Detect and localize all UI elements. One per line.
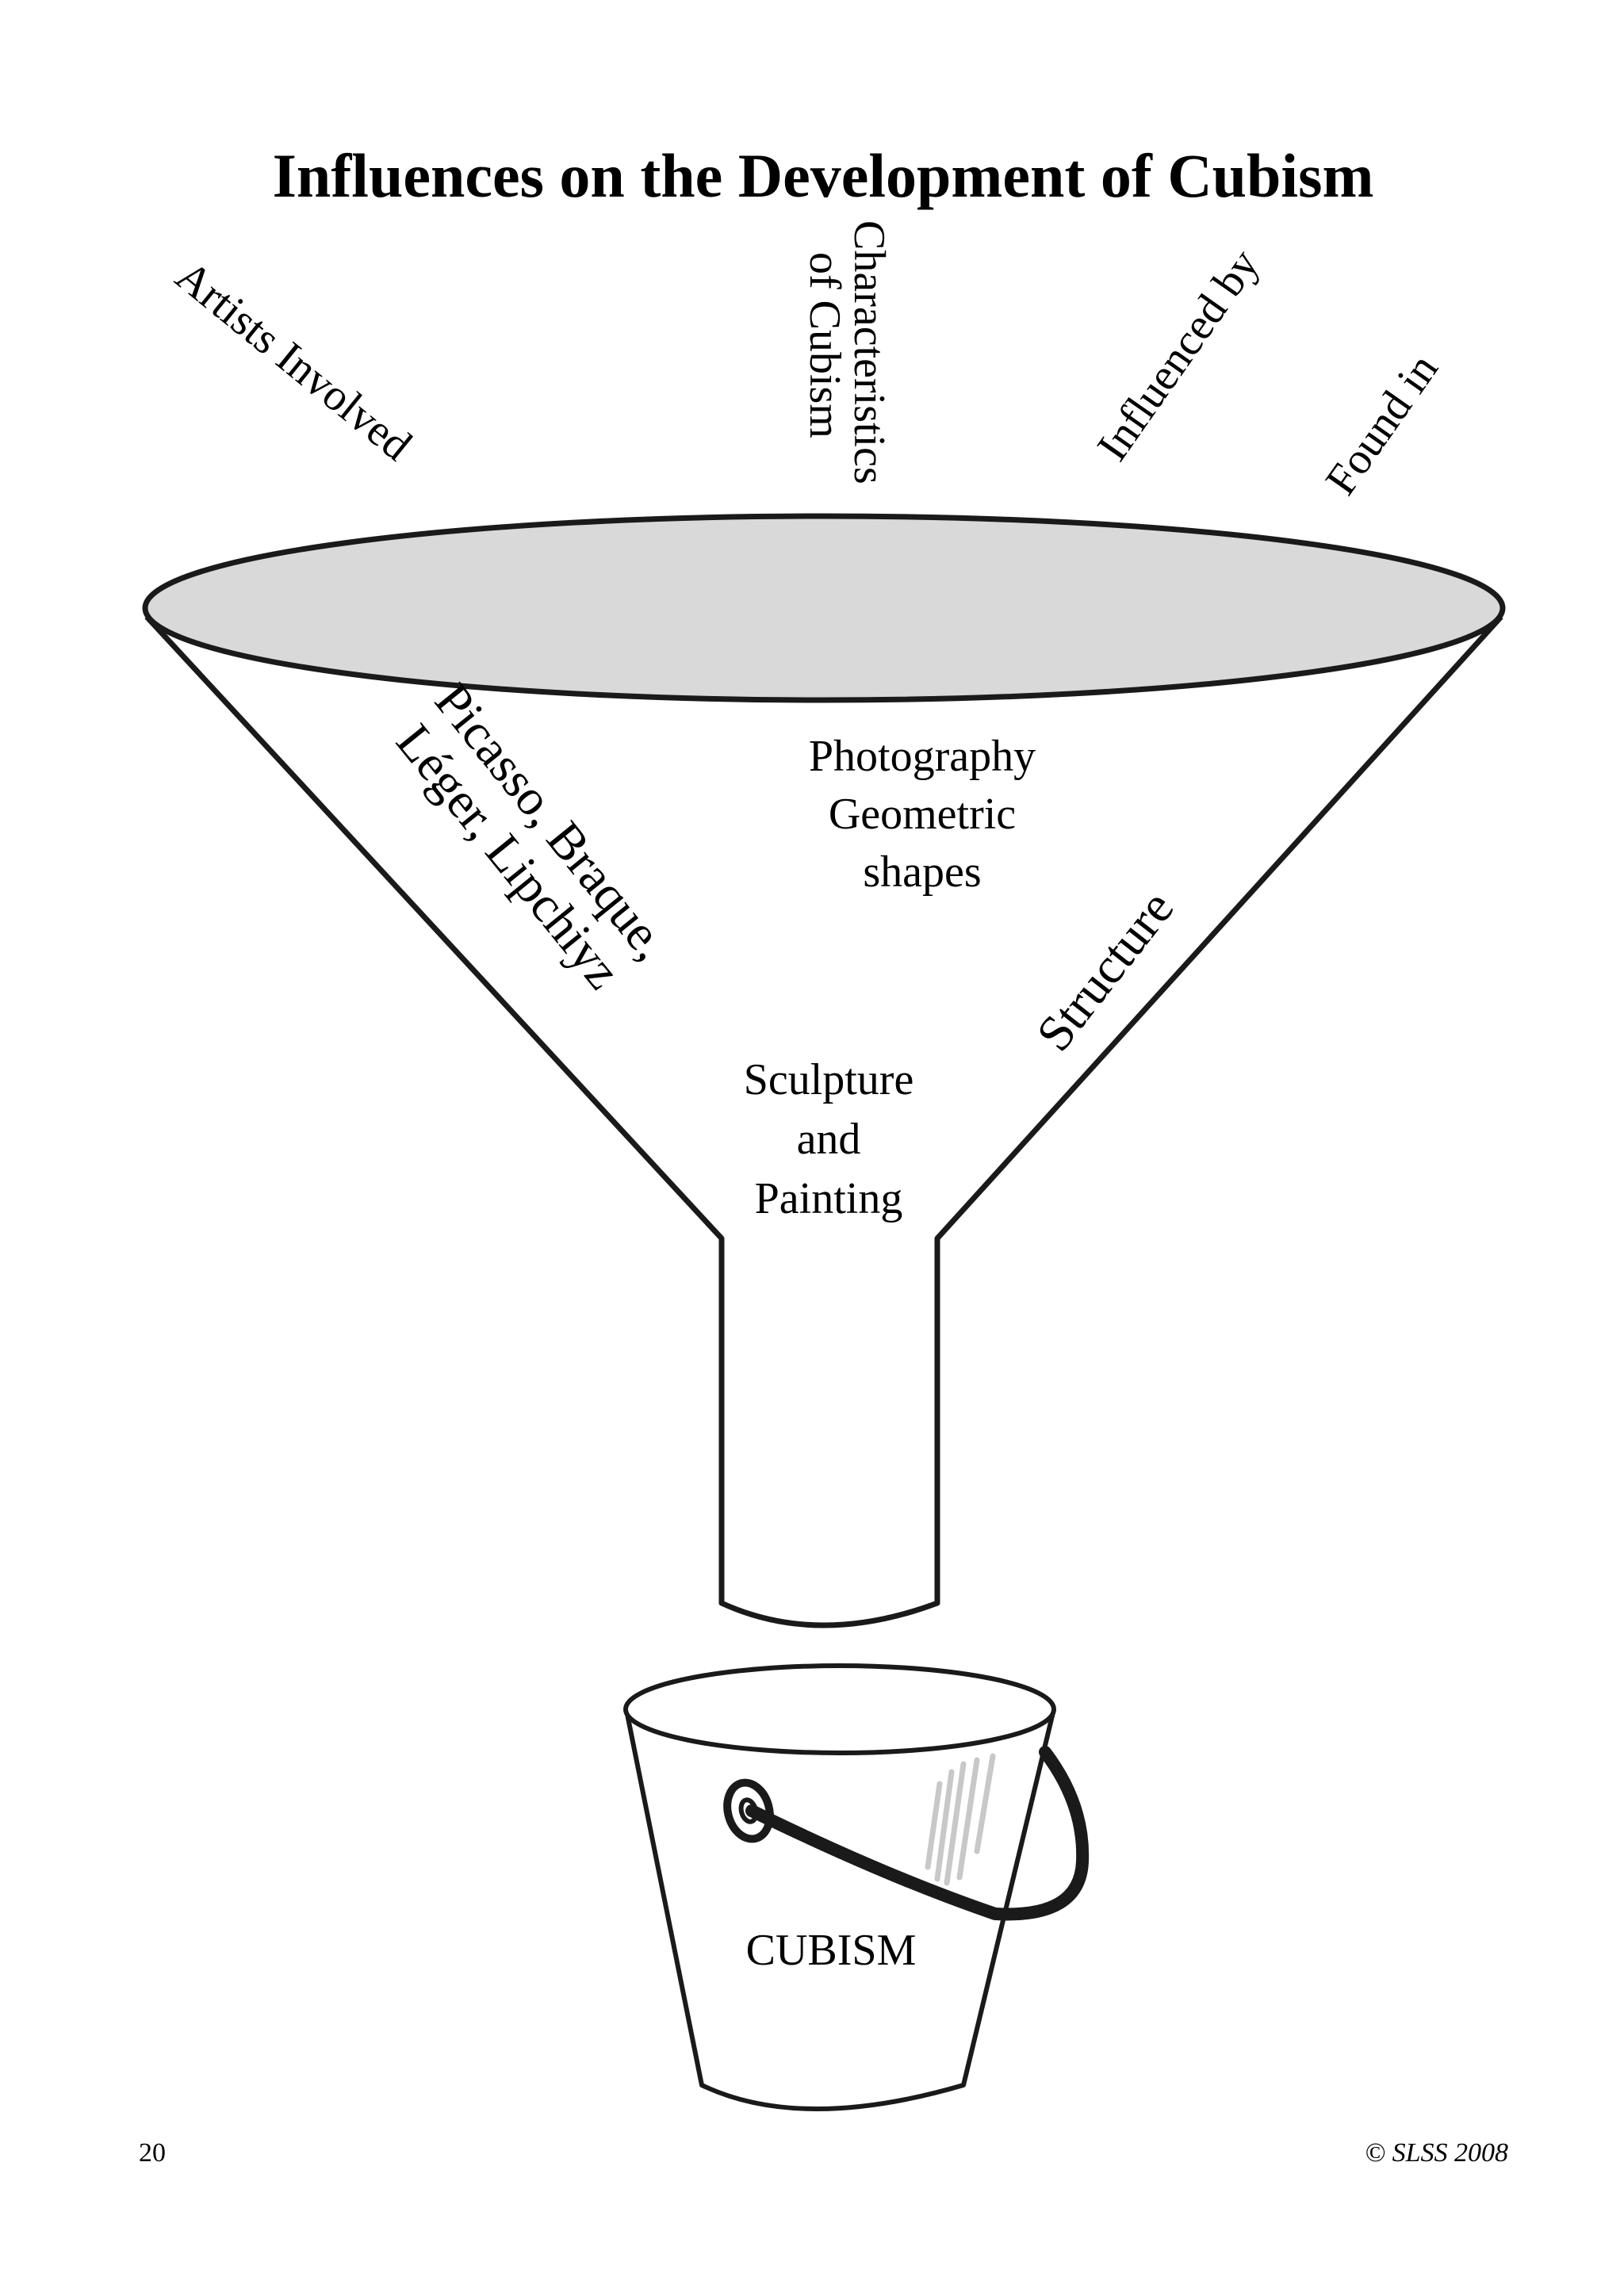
bucket-shine [925, 1753, 996, 1886]
bucket-handle [745, 1746, 1090, 1921]
bucket [623, 1663, 1090, 2111]
bucket-handle-lug [723, 1778, 774, 1843]
label-influenced-by: Influenced by [1088, 240, 1269, 469]
influences-answer-line1: Photography [809, 732, 1036, 781]
characteristics-answer: Structure [1025, 880, 1184, 1062]
funnel-rim [142, 513, 1506, 703]
found-in-answer-line2: and [797, 1115, 861, 1164]
label-artists-involved: Artists Involved [167, 251, 421, 470]
influences-answer-line3: shapes [863, 848, 981, 897]
bucket-label: CUBISM [746, 1926, 917, 1975]
bucket-handle-lug-hole [738, 1797, 759, 1824]
page-title: Influences on the Development of Cubism [273, 141, 1374, 210]
label-found-in: Found in [1316, 345, 1448, 503]
artists-answer: Picasso, Braque, Léger, Lipchiyz [385, 673, 680, 1000]
found-in-answer-line3: Painting [755, 1174, 903, 1223]
label-characteristics: Characteristics [845, 220, 894, 484]
found-in-answer-line1: Sculpture [744, 1055, 914, 1104]
page-number: 20 [139, 2138, 166, 2168]
bucket-body [624, 1709, 1055, 2111]
copyright: © SLSS 2008 [1365, 2138, 1508, 2168]
bucket-rim [623, 1663, 1056, 1755]
funnel-body [144, 614, 1503, 1628]
influences-answer-line2: Geometric [829, 790, 1016, 839]
label-characteristics-line2: of Cubism [800, 252, 849, 438]
funnel [142, 513, 1506, 1628]
